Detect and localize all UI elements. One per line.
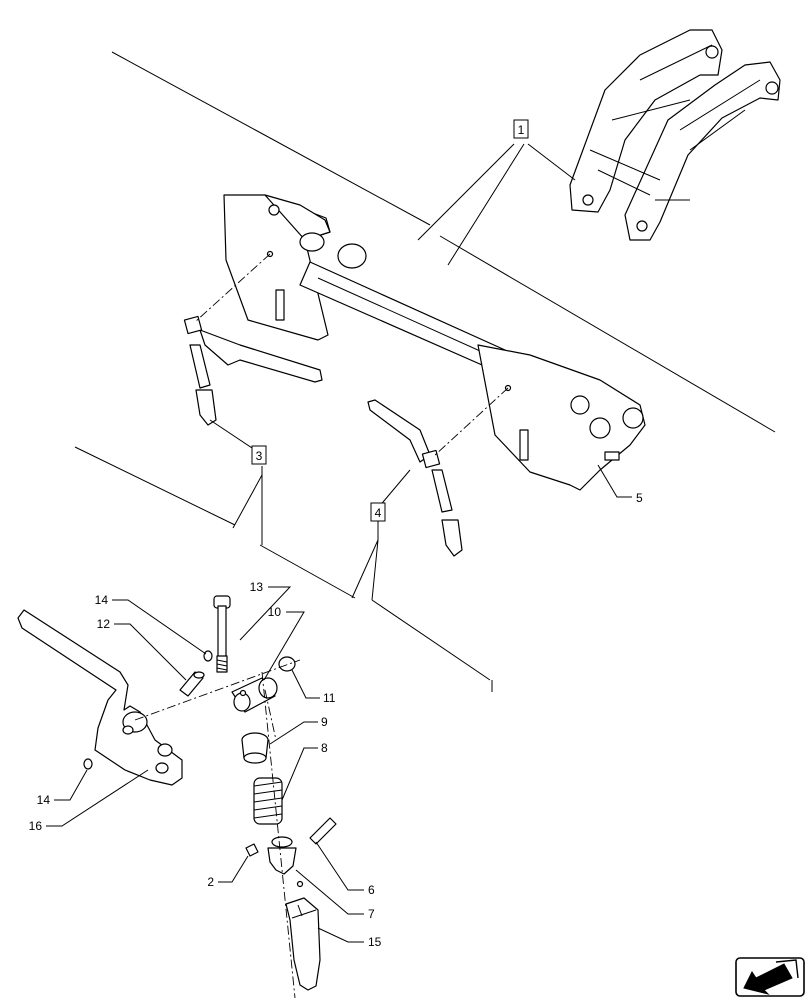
callout-13: 13 (250, 580, 264, 594)
left-latch-assembly (183, 315, 323, 426)
callout-10: 10 (268, 605, 282, 619)
callout-9: 9 (321, 715, 328, 729)
nipple-part-2 (245, 843, 259, 857)
callout-5: 5 (636, 491, 643, 505)
callout-14-bottom: 14 (37, 793, 51, 807)
callout-16: 16 (29, 819, 43, 833)
front-loader-frame (569, 29, 781, 241)
callout-3: 3 (251, 445, 267, 465)
clip-part-14-bottom (83, 758, 93, 770)
callout-2: 2 (207, 875, 214, 889)
section-lines (74, 51, 776, 692)
cap-part-9 (241, 732, 269, 764)
callout-8: 8 (321, 741, 328, 755)
plunger-part-7 (267, 836, 304, 888)
callout-7: 7 (368, 907, 375, 921)
callout-15: 15 (368, 935, 382, 949)
handle-part-15 (285, 897, 321, 991)
spring-part-8 (253, 777, 283, 825)
svg-text:3: 3 (256, 449, 263, 463)
pin-part-6 (309, 817, 337, 845)
ring-part-11 (278, 656, 296, 672)
callout-14-top: 14 (95, 593, 109, 607)
svg-text:1: 1 (518, 123, 525, 137)
right-latch-assembly (367, 399, 463, 557)
svg-text:4: 4 (375, 506, 382, 520)
bolt-part-13 (213, 595, 231, 673)
loader-bracket-assembly (223, 194, 646, 491)
bushing-part-10 (231, 677, 278, 713)
clip-part-14-top (203, 650, 213, 662)
callout-leaders (46, 143, 632, 943)
callout-6: 6 (368, 883, 375, 897)
callout-12: 12 (97, 617, 111, 631)
callout-11: 11 (323, 691, 336, 705)
arrow-back-icon[interactable] (735, 957, 805, 997)
callout-4: 4 (370, 502, 386, 522)
callout-1: 1 (513, 119, 529, 139)
lever-part-16 (17, 609, 183, 786)
pin-part-12 (179, 671, 205, 697)
